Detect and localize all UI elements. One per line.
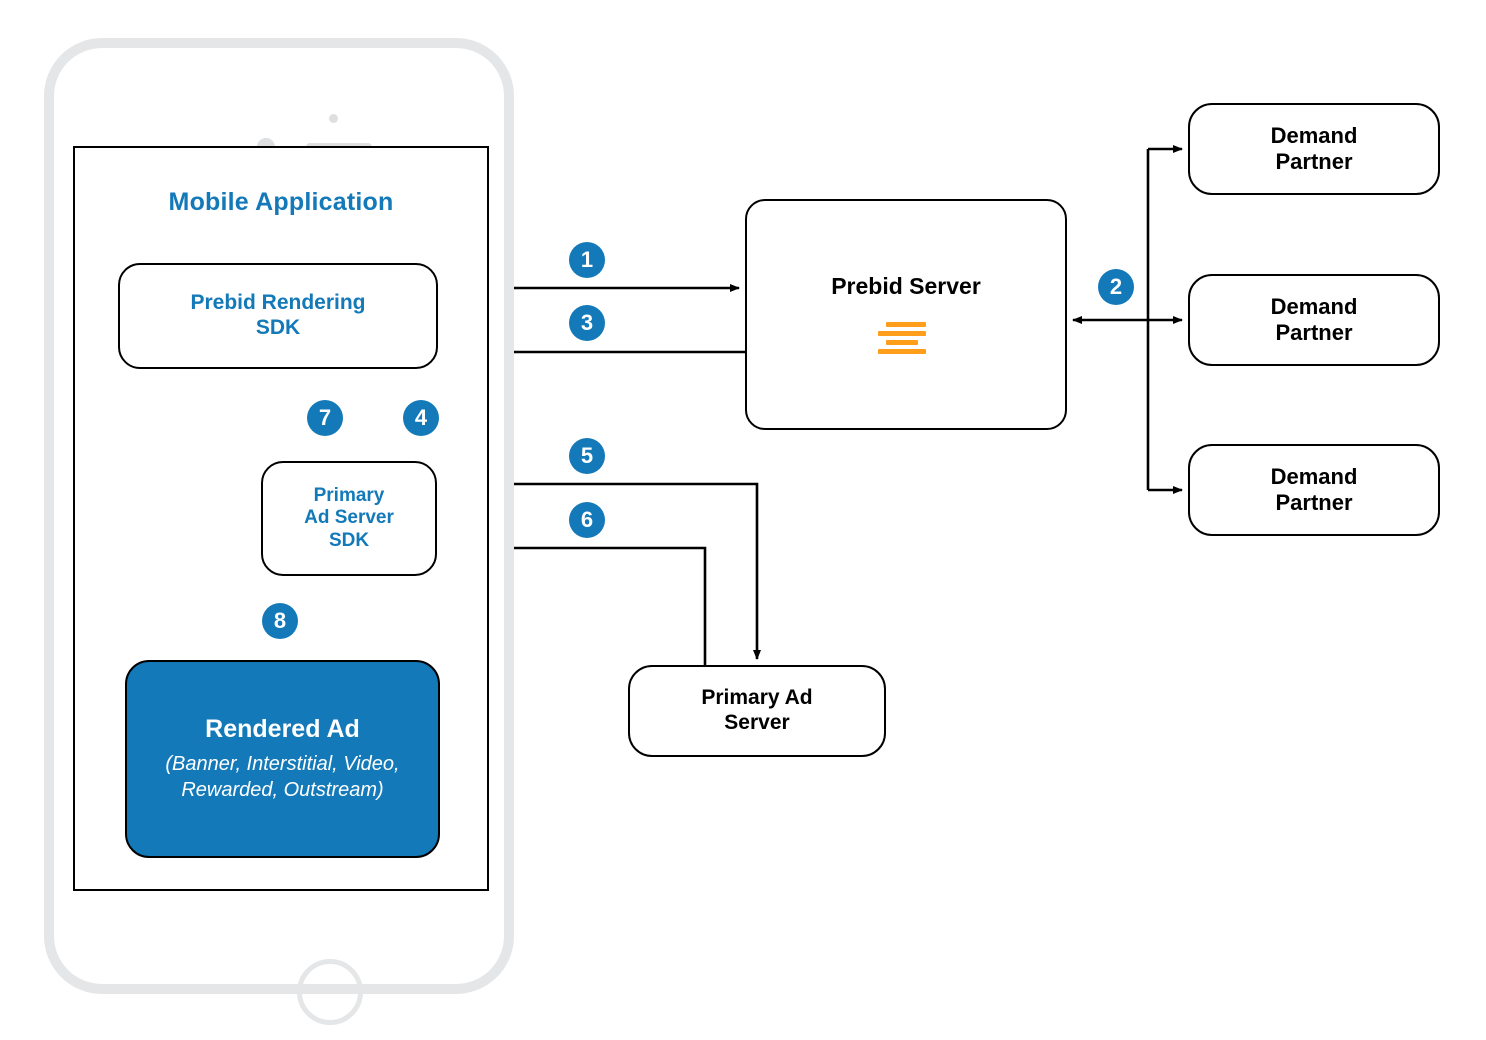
step-badge-1: 1 xyxy=(569,242,605,278)
primary-ad-server-sdk-label-line3: SDK xyxy=(328,529,370,551)
phone-sensor-icon xyxy=(329,114,338,123)
demand-partner-3-label-line2: Partner xyxy=(1275,490,1353,515)
step-badge-6: 6 xyxy=(569,502,605,538)
step-badge-2: 2 xyxy=(1098,269,1134,305)
demand-partner-2-label-line2: Partner xyxy=(1275,320,1353,345)
node-prebid-server[interactable]: Prebid Server xyxy=(745,199,1067,430)
phone-home-button-icon[interactable] xyxy=(297,959,363,1025)
demand-partner-1-label-line1: Demand xyxy=(1270,123,1358,149)
arrow-step-6 xyxy=(442,544,707,665)
node-demand-partner-1[interactable]: Demand Partner xyxy=(1188,103,1440,195)
step-badge-4: 4 xyxy=(403,400,439,436)
demand-partner-1-label-line2: Partner xyxy=(1275,149,1353,174)
node-demand-partner-3[interactable]: Demand Partner xyxy=(1188,444,1440,536)
prebid-rendering-sdk-label-line1: Prebid Rendering xyxy=(190,291,366,315)
demand-partner-2-label-line1: Demand xyxy=(1270,294,1358,320)
rendered-ad-subtitle: (Banner, Interstitial, Video, Rewarded, … xyxy=(165,751,399,803)
node-rendered-ad[interactable]: Rendered Ad (Banner, Interstitial, Video… xyxy=(125,660,440,858)
mobile-application-title: Mobile Application xyxy=(168,188,394,216)
step-badge-8: 8 xyxy=(262,603,298,639)
prebid-rendering-sdk-label-line2: SDK xyxy=(255,316,301,339)
rendered-ad-title: Rendered Ad xyxy=(205,715,360,744)
node-demand-partner-2[interactable]: Demand Partner xyxy=(1188,274,1440,366)
step-badge-5: 5 xyxy=(569,438,605,474)
primary-ad-server-sdk-label-line2: Ad Server xyxy=(304,507,394,529)
step-badge-3: 3 xyxy=(569,305,605,341)
node-primary-ad-server-sdk[interactable]: Primary Ad Server SDK xyxy=(261,461,437,576)
primary-ad-server-sdk-label-line1: Primary xyxy=(313,484,385,506)
step-badge-7: 7 xyxy=(307,400,343,436)
primary-ad-server-label-line2: Server xyxy=(724,711,790,734)
primary-ad-server-label-line1: Primary Ad xyxy=(701,686,813,710)
demand-partner-3-label-line1: Demand xyxy=(1270,464,1358,490)
node-prebid-rendering-sdk[interactable]: Prebid Rendering SDK xyxy=(118,263,438,369)
rendered-ad-subtitle-line1: (Banner, Interstitial, Video, xyxy=(165,752,400,775)
arrow-step-5 xyxy=(437,482,761,660)
rendered-ad-subtitle-line2: Rewarded, Outstream) xyxy=(181,778,384,801)
node-primary-ad-server[interactable]: Primary Ad Server xyxy=(628,665,886,757)
prebid-logo-icon xyxy=(878,322,934,356)
prebid-server-label: Prebid Server xyxy=(831,272,981,299)
